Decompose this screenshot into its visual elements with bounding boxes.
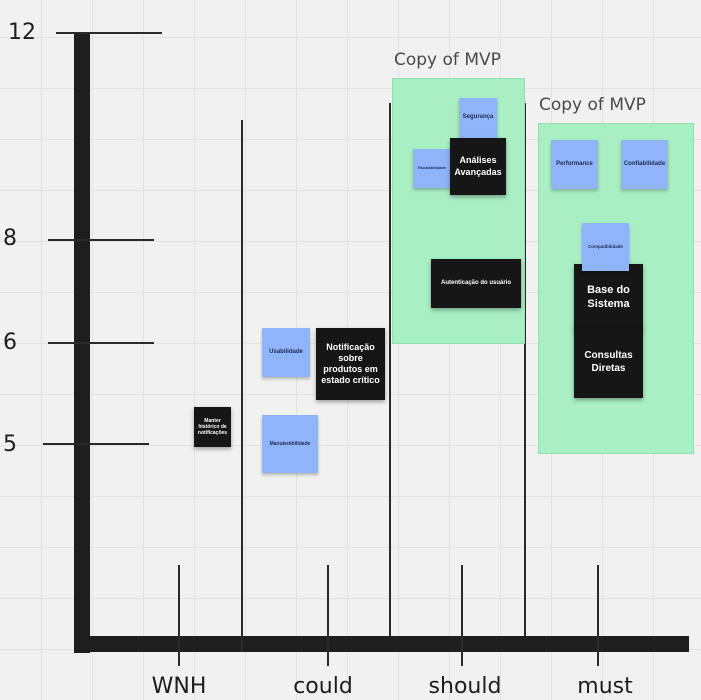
sticky-note-escalabilidade[interactable]: Escalabilidade — [413, 149, 451, 188]
sticky-note-usabilidade[interactable]: Usabilidade — [262, 328, 310, 377]
x-tick-wnh — [178, 565, 180, 666]
x-label-could: could — [293, 674, 353, 699]
x-tick-should — [461, 565, 463, 666]
frame-title-should[interactable]: Copy of MVP — [394, 50, 501, 70]
x-tick-must — [597, 565, 599, 666]
y-label-8: 8 — [3, 226, 17, 251]
sticky-note-manter-historico[interactable]: Manter histórico de notificações — [194, 407, 231, 447]
sticky-note-performance[interactable]: Performance — [551, 140, 598, 189]
sticky-note-manutenibilidade[interactable]: Manutenibilidade — [262, 415, 318, 473]
y-label-5: 5 — [3, 432, 17, 457]
x-label-should: should — [428, 674, 502, 699]
sticky-note-compatibilidade[interactable]: Compatibilidade — [582, 223, 629, 271]
frame-title-must[interactable]: Copy of MVP — [539, 95, 646, 115]
column-divider-1 — [241, 120, 243, 652]
x-label-wnh: WNH — [151, 674, 207, 699]
x-label-must: must — [577, 674, 633, 699]
sticky-note-consultas-diretas[interactable]: Consultas Diretas — [574, 327, 643, 398]
sticky-note-confiabilidade[interactable]: Confiabilidade — [621, 140, 668, 189]
y-tick-5 — [43, 443, 149, 445]
sticky-note-notificacao[interactable]: Notificação sobre produtos em estado crí… — [316, 328, 385, 400]
x-tick-could — [327, 565, 329, 666]
y-label-12: 12 — [8, 20, 36, 45]
y-tick-6 — [48, 342, 154, 344]
sticky-note-seguranca[interactable]: Segurança — [459, 98, 497, 138]
y-tick-12 — [56, 32, 162, 34]
column-divider-3 — [524, 103, 526, 636]
y-tick-8 — [48, 239, 154, 241]
y-label-6: 6 — [3, 330, 17, 355]
x-axis — [74, 636, 689, 652]
sticky-note-autenticacao[interactable]: Autenticação do usuário — [431, 259, 521, 308]
column-divider-2 — [389, 103, 391, 636]
sticky-note-base-do-sistema[interactable]: Base do Sistema — [574, 264, 643, 331]
sticky-note-analises-avancadas[interactable]: Análises Avançadas — [450, 138, 506, 195]
